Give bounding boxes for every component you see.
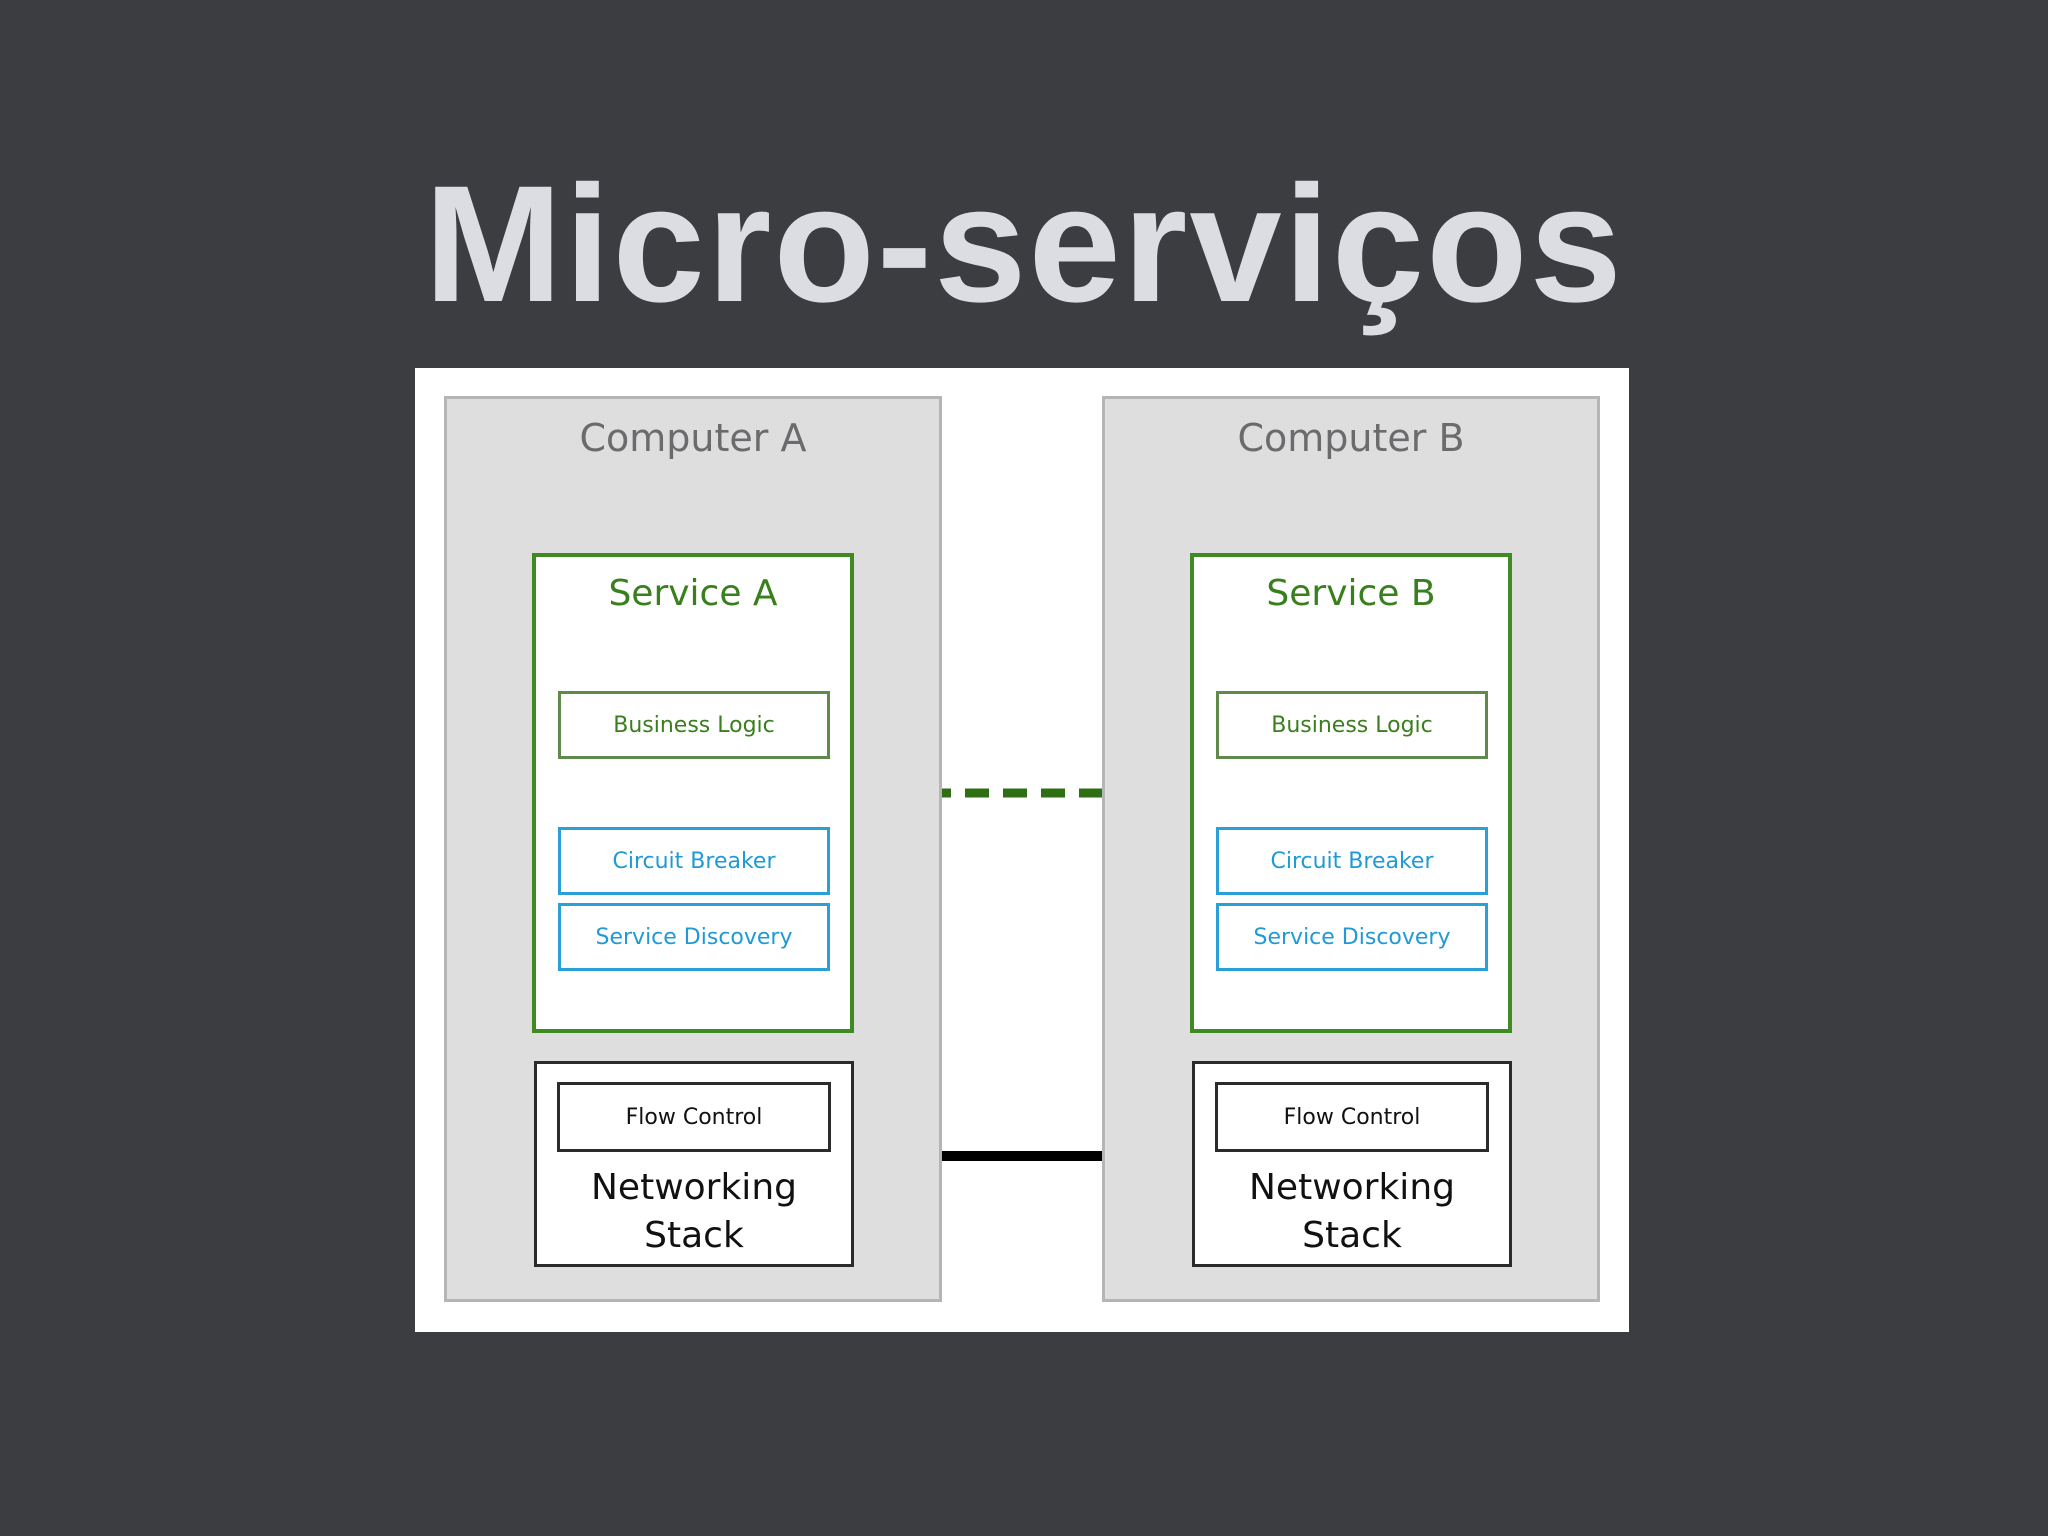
slide-title: Micro-serviços — [424, 152, 1624, 337]
service-b-title: Service B — [1266, 573, 1436, 614]
computer-a: Computer A Service A Business Logic Circ… — [444, 396, 942, 1302]
computer-a-networking-stack-label: Networking Stack — [591, 1167, 797, 1256]
computer-a-flow-control: Flow Control — [557, 1082, 831, 1152]
computer-b-networking-stack: Flow Control Networking Stack — [1192, 1061, 1512, 1267]
service-b-circuit-breaker: Circuit Breaker — [1216, 827, 1488, 895]
computer-b-title: Computer B — [1237, 416, 1465, 460]
service-a: Service A Business Logic Circuit Breaker… — [532, 553, 854, 1033]
computer-b-networking-stack-label: Networking Stack — [1249, 1167, 1455, 1256]
service-a-service-discovery: Service Discovery — [558, 903, 830, 971]
service-b-business-logic: Business Logic — [1216, 691, 1488, 759]
service-a-title: Service A — [608, 573, 778, 614]
service-b-service-discovery: Service Discovery — [1216, 903, 1488, 971]
microservices-diagram: Computer A Service A Business Logic Circ… — [415, 368, 1629, 1332]
service-b: Service B Business Logic Circuit Breaker… — [1190, 553, 1512, 1033]
computer-a-networking-stack: Flow Control Networking Stack — [534, 1061, 854, 1267]
computer-b-flow-control: Flow Control — [1215, 1082, 1489, 1152]
computer-a-title: Computer A — [579, 416, 807, 460]
service-a-business-logic: Business Logic — [558, 691, 830, 759]
service-a-circuit-breaker: Circuit Breaker — [558, 827, 830, 895]
computer-b: Computer B Service B Business Logic Circ… — [1102, 396, 1600, 1302]
